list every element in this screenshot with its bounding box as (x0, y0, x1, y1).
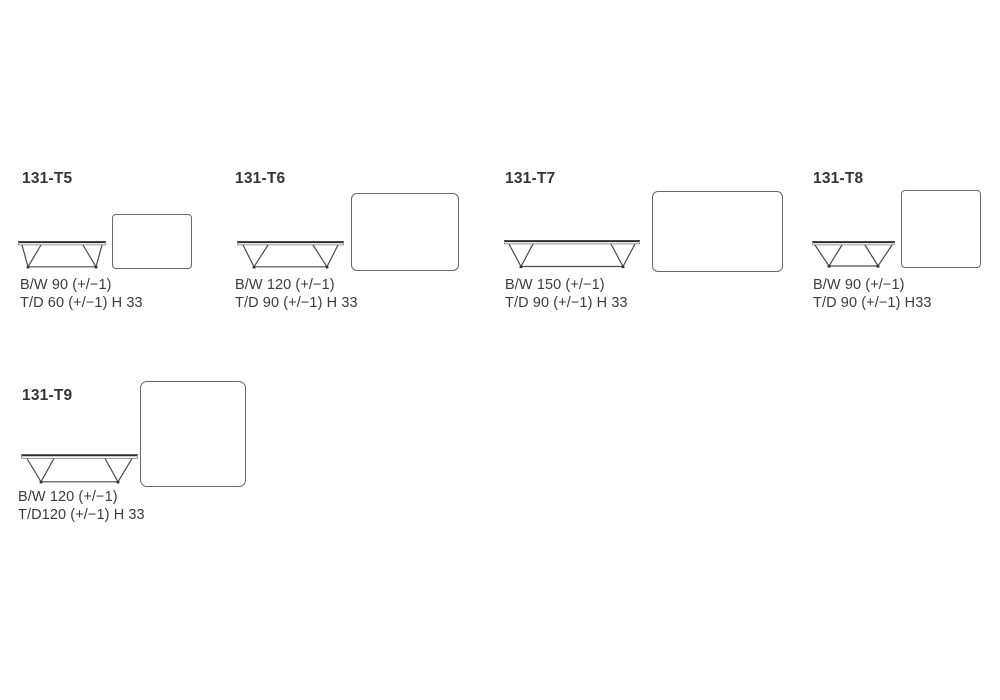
model-number-label: 131-T5 (22, 170, 73, 187)
feet (519, 265, 625, 269)
left-leg (814, 244, 843, 268)
left-leg (242, 244, 269, 269)
dimension-line-width: B/W 120 (+/−1) (18, 489, 118, 505)
dimension-text: B/W 120 (+/−1) T/D120 (+/−1) H 33 (18, 489, 145, 524)
front-elevation-drawing (504, 240, 640, 269)
front-elevation-drawing (18, 241, 106, 269)
right-leg (104, 458, 133, 483)
dimension-line-depth-height: T/D 90 (+/−1) H 33 (505, 294, 628, 311)
dimension-line-depth-height: T/D 90 (+/−1) H 33 (235, 294, 358, 311)
tabletop-profile (504, 240, 640, 245)
tabletop-profile (237, 241, 344, 246)
model-number-label: 131-T7 (505, 170, 556, 187)
top-view-drawing (652, 191, 783, 272)
front-elevation-drawing (812, 241, 895, 268)
dimension-line-depth-height: T/D120 (+/−1) H 33 (18, 506, 145, 523)
dimension-text: B/W 90 (+/−1) T/D 60 (+/−1) H 33 (20, 277, 143, 312)
left-leg (508, 243, 534, 268)
dimension-text: B/W 90 (+/−1) T/D 90 (+/−1) H33 (813, 277, 932, 312)
front-elevation-drawing (21, 454, 138, 484)
right-leg (610, 243, 636, 268)
left-leg (26, 458, 55, 483)
top-view-drawing (901, 190, 981, 268)
model-number-label: 131-T9 (22, 387, 73, 404)
feet (39, 481, 120, 484)
dimension-line-width: B/W 90 (+/−1) (20, 277, 112, 293)
top-view-drawing (140, 381, 246, 487)
dimension-line-depth-height: T/D 90 (+/−1) H33 (813, 294, 932, 311)
feet (827, 265, 880, 268)
dimension-line-width: B/W 120 (+/−1) (235, 277, 335, 293)
tabletop-profile (21, 454, 138, 459)
top-view-drawing (112, 214, 192, 269)
front-elevation-drawing (237, 241, 344, 269)
dimension-line-width: B/W 150 (+/−1) (505, 277, 605, 293)
left-leg (21, 244, 42, 269)
dimension-text: B/W 120 (+/−1) T/D 90 (+/−1) H 33 (235, 277, 358, 312)
tabletop-profile (812, 241, 895, 246)
dimension-line-width: B/W 90 (+/−1) (813, 277, 905, 293)
top-view-drawing (351, 193, 459, 271)
feet (252, 266, 329, 269)
right-leg (864, 244, 893, 268)
right-leg (312, 244, 339, 269)
dimension-text: B/W 150 (+/−1) T/D 90 (+/−1) H 33 (505, 277, 628, 312)
model-number-label: 131-T6 (235, 170, 286, 187)
dimension-line-depth-height: T/D 60 (+/−1) H 33 (20, 294, 143, 311)
tabletop-profile (18, 241, 106, 246)
feet (26, 266, 98, 269)
right-leg (82, 244, 103, 269)
model-number-label: 131-T8 (813, 170, 864, 187)
